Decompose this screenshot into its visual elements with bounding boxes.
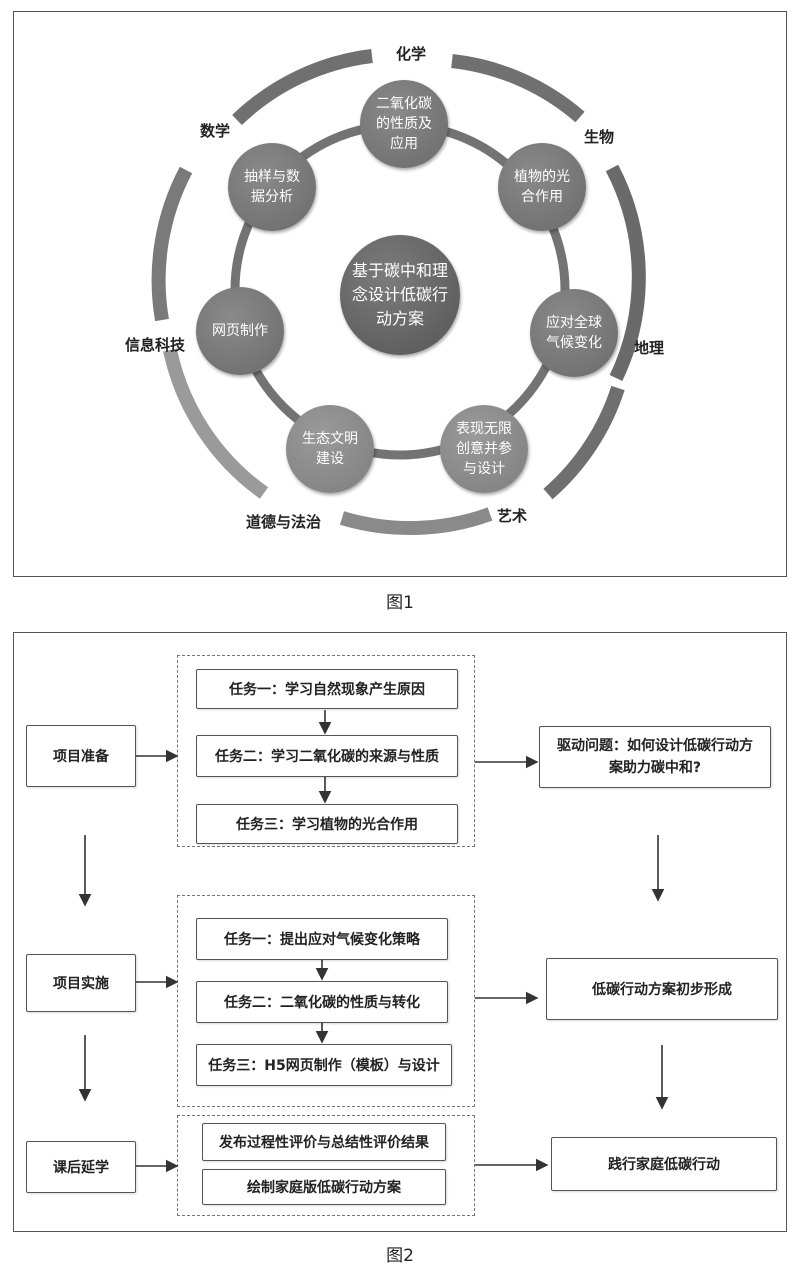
node-climate-text: 应对全球气候变化 [546, 315, 602, 351]
ring-arc-art [339, 507, 493, 535]
subject-morality: 道德与法治 [246, 513, 322, 531]
stage-impl-box: 项目实施 [26, 954, 136, 1012]
practice-box: 践行家庭低碳行动 [551, 1137, 777, 1191]
prep-task-2: 任务二：学习二氧化碳的来源与性质 [196, 735, 458, 777]
node-climate: 应对全球气候变化 [530, 289, 618, 377]
node-co2: 二氧化碳的性质及应用 [360, 80, 448, 168]
ring-arc-it [151, 166, 193, 322]
subject-art: 艺术 [497, 507, 528, 525]
figure-1-caption: 图1 [386, 593, 414, 613]
node-sample: 抽样与数据分析 [228, 143, 316, 231]
figure-2-caption: 图2 [386, 1246, 414, 1266]
stage-after-box: 课后延学 [26, 1141, 136, 1193]
impl-task-3: 任务三：H5网页制作（模板）与设计 [196, 1044, 452, 1086]
subject-geography: 地理 [634, 339, 665, 357]
node-eco-text: 生态文明建设 [302, 431, 358, 467]
after-task-2: 绘制家庭版低碳行动方案 [202, 1169, 446, 1205]
subject-math: 数学 [200, 122, 231, 140]
impl-task-1: 任务一：提出应对气候变化策略 [196, 918, 448, 960]
driving-question-box: 驱动问题：如何设计低碳行动方案助力碳中和? [539, 726, 771, 788]
ring-arc-top-right [451, 54, 585, 123]
node-express-text: 表现无限创意并参与设计 [456, 421, 512, 477]
node-express: 表现无限创意并参与设计 [440, 405, 528, 493]
ring-arc-biology [605, 164, 646, 382]
prep-task-1: 任务一：学习自然现象产生原因 [196, 669, 458, 709]
node-co2-text: 二氧化碳的性质及应用 [376, 96, 432, 152]
ring-arc-morality [163, 348, 269, 499]
node-eco: 生态文明建设 [286, 405, 374, 493]
node-web: 网页制作 [196, 287, 284, 375]
node-web-text: 网页制作 [212, 323, 268, 339]
subject-biology: 生物 [584, 128, 615, 146]
subject-it: 信息科技 [125, 336, 186, 354]
ring-arc-geography [543, 385, 625, 500]
stage-prep-box: 项目准备 [26, 725, 136, 787]
subject-chemistry: 化学 [396, 45, 427, 63]
node-photosynthesis-text: 植物的光合作用 [514, 169, 570, 205]
node-sample-text: 抽样与数据分析 [244, 169, 300, 205]
node-photosynthesis: 植物的光合作用 [498, 143, 586, 231]
impl-tasks-group [177, 895, 475, 1107]
plan-formed-box: 低碳行动方案初步形成 [546, 958, 778, 1020]
ring-arc-chemistry [232, 49, 373, 126]
prep-task-3: 任务三：学习植物的光合作用 [196, 804, 458, 844]
center-node-text: 基于碳中和理念设计低碳行动方案 [351, 261, 448, 328]
center-node: 基于碳中和理念设计低碳行动方案 [340, 235, 460, 355]
impl-task-2: 任务二：二氧化碳的性质与转化 [196, 981, 448, 1023]
after-task-1: 发布过程性评价与总结性评价结果 [202, 1123, 446, 1161]
